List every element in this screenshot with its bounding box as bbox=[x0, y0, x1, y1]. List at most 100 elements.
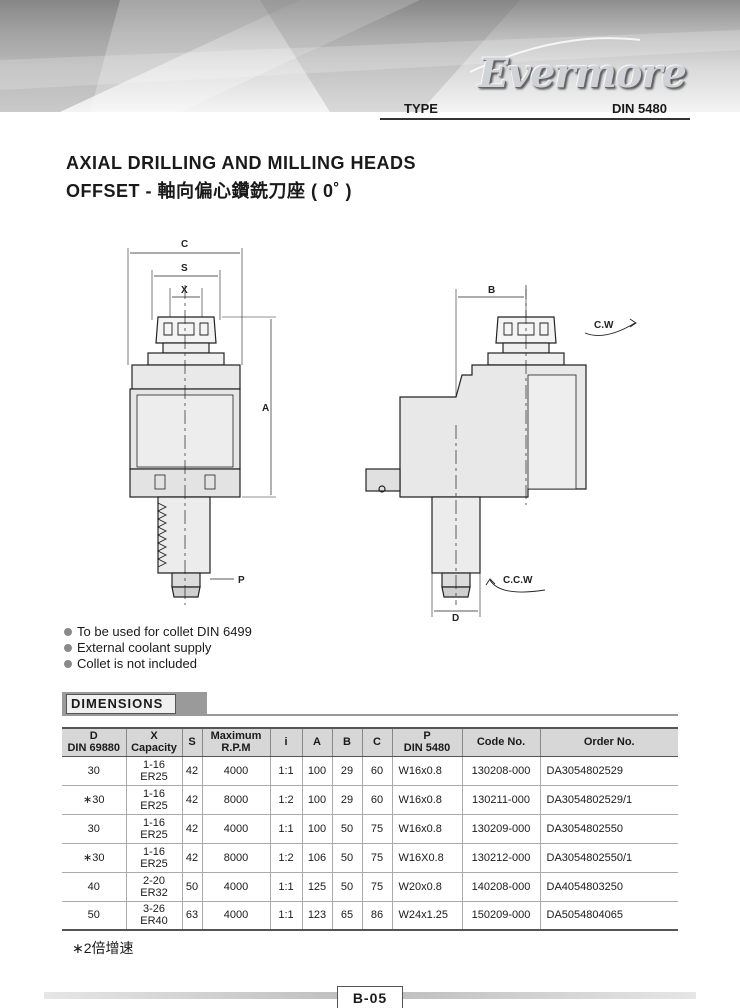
feature-item: Collet is not included bbox=[64, 656, 252, 672]
banner-streaks bbox=[0, 0, 740, 112]
cell-d: 50 bbox=[62, 901, 127, 931]
cell-order: DA3054802550/1 bbox=[540, 843, 678, 873]
dim-b-label: B bbox=[488, 285, 495, 296]
cell-rpm: 4000 bbox=[202, 901, 271, 931]
dim-d-label: D bbox=[452, 613, 459, 624]
cell-c: 75 bbox=[362, 872, 393, 902]
header-banner bbox=[0, 0, 740, 112]
bullet-icon bbox=[64, 644, 72, 652]
cell-i: 1:1 bbox=[270, 901, 303, 931]
cell-p: W16X0.8 bbox=[392, 843, 463, 873]
cell-b: 29 bbox=[332, 785, 363, 815]
cell-c: 60 bbox=[362, 785, 393, 815]
cell-code: 130208-000 bbox=[462, 756, 541, 786]
cell-a: 125 bbox=[302, 872, 333, 902]
cell-c: 60 bbox=[362, 756, 393, 786]
standard-label: DIN 5480 bbox=[612, 101, 667, 116]
cell-d: 30 bbox=[62, 756, 127, 786]
dim-a-label: A bbox=[262, 403, 269, 414]
cell-rpm: 4000 bbox=[202, 814, 271, 844]
cell-c: 75 bbox=[362, 814, 393, 844]
cell-rpm: 4000 bbox=[202, 872, 271, 902]
cell-b: 29 bbox=[332, 756, 363, 786]
feature-list: To be used for collet DIN 6499 External … bbox=[64, 624, 252, 672]
cell-code: 130211-000 bbox=[462, 785, 541, 815]
cell-c: 86 bbox=[362, 901, 393, 931]
cell-order: DA3054802529/1 bbox=[540, 785, 678, 815]
cell-a: 100 bbox=[302, 756, 333, 786]
feature-item: To be used for collet DIN 6499 bbox=[64, 624, 252, 640]
ccw-label: C.C.W bbox=[503, 575, 533, 586]
footnote: ∗2倍增速 bbox=[72, 940, 134, 956]
section-divider bbox=[62, 714, 678, 716]
header-c: C bbox=[362, 728, 393, 757]
header-order: Order No. bbox=[540, 728, 678, 757]
cell-s: 42 bbox=[182, 756, 203, 786]
cell-b: 50 bbox=[332, 872, 363, 902]
type-label: TYPE bbox=[404, 101, 438, 116]
bullet-icon bbox=[64, 660, 72, 668]
cell-d: 40 bbox=[62, 872, 127, 902]
cell-b: 50 bbox=[332, 843, 363, 873]
cell-i: 1:1 bbox=[270, 814, 303, 844]
cell-i: 1:2 bbox=[270, 843, 303, 873]
cell-rpm: 8000 bbox=[202, 785, 271, 815]
cell-order: DA3054802529 bbox=[540, 756, 678, 786]
cell-rpm: 8000 bbox=[202, 843, 271, 873]
page-number: B-05 bbox=[337, 986, 403, 1008]
dim-s-label: S bbox=[181, 263, 188, 274]
cell-s: 42 bbox=[182, 843, 203, 873]
bullet-icon bbox=[64, 628, 72, 636]
cell-code: 130212-000 bbox=[462, 843, 541, 873]
cell-p: W16x0.8 bbox=[392, 814, 463, 844]
dim-p-label: P bbox=[238, 575, 245, 586]
cell-s: 50 bbox=[182, 872, 203, 902]
cell-p: W20x0.8 bbox=[392, 872, 463, 902]
cell-a: 100 bbox=[302, 814, 333, 844]
header-b: B bbox=[332, 728, 363, 757]
cell-i: 1:1 bbox=[270, 756, 303, 786]
cell-s: 42 bbox=[182, 785, 203, 815]
cell-code: 140208-000 bbox=[462, 872, 541, 902]
dim-x-label: X bbox=[181, 285, 188, 296]
cell-code: 150209-000 bbox=[462, 901, 541, 931]
cell-rpm: 4000 bbox=[202, 756, 271, 786]
cell-order: DA5054804065 bbox=[540, 901, 678, 931]
page-subtitle: OFFSET - 軸向偏心鑽銑刀座 ( 0˚ ) bbox=[66, 181, 352, 201]
cell-order: DA4054803250 bbox=[540, 872, 678, 902]
dimensions-heading: DIMENSIONS bbox=[66, 694, 176, 714]
cell-a: 100 bbox=[302, 785, 333, 815]
cell-d: 30 bbox=[62, 814, 127, 844]
dim-c-label: C bbox=[181, 239, 188, 250]
cell-b: 65 bbox=[332, 901, 363, 931]
cell-p: W24x1.25 bbox=[392, 901, 463, 931]
header-i: i bbox=[270, 728, 303, 757]
header-s: S bbox=[182, 728, 203, 757]
cell-c: 75 bbox=[362, 843, 393, 873]
header-a: A bbox=[302, 728, 333, 757]
cell-d: ∗30 bbox=[62, 785, 127, 815]
feature-item: External coolant supply bbox=[64, 640, 252, 656]
type-bar bbox=[380, 98, 690, 120]
cell-p: W16x0.8 bbox=[392, 785, 463, 815]
cell-p: W16x0.8 bbox=[392, 756, 463, 786]
header-code: Code No. bbox=[462, 728, 541, 757]
cell-s: 42 bbox=[182, 814, 203, 844]
page-title: AXIAL DRILLING AND MILLING HEADS bbox=[66, 153, 416, 173]
